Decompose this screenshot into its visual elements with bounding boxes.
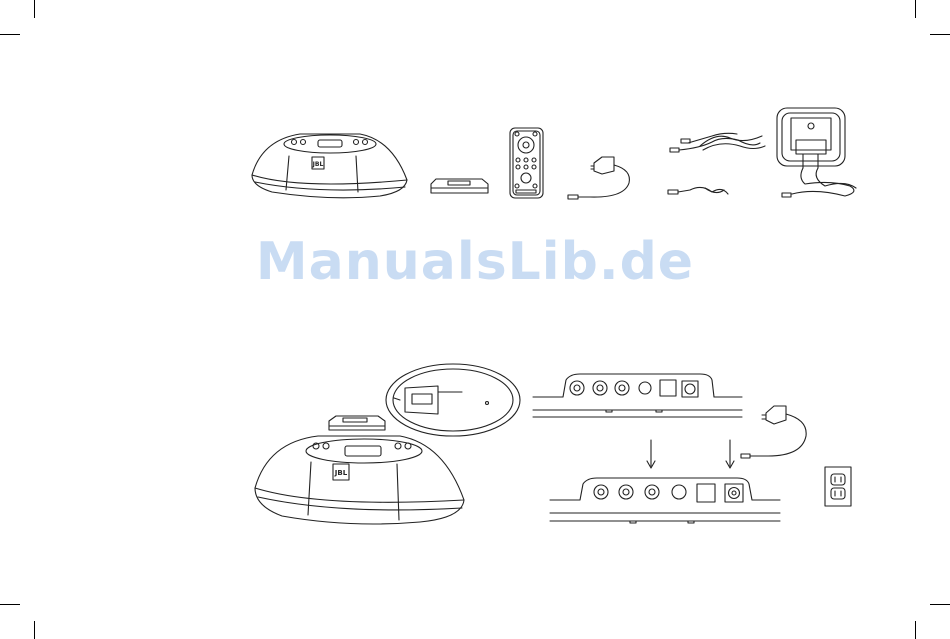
fm-antenna-illustration [777, 108, 856, 197]
speaker-logo: JBL [312, 161, 324, 168]
battery-compartment-illustration [386, 364, 520, 436]
speaker-base-illustration: JBL [252, 134, 407, 198]
dock-insert-illustration [329, 416, 385, 430]
dock-adapter-illustration [431, 179, 488, 193]
rear-panel-top-illustration [533, 374, 742, 417]
speaker-large-logo: JBL [334, 469, 348, 477]
audio-cable-illustration [668, 187, 728, 194]
power-adapter-bottom-illustration [741, 406, 806, 458]
speaker-base-large-illustration: JBL [255, 436, 464, 524]
watermark-text: ManualsLib.de [0, 232, 950, 292]
video-cable-illustration [670, 133, 765, 152]
power-adapter-illustration [568, 157, 629, 199]
remote-control-illustration [510, 128, 543, 198]
wall-outlet-illustration [825, 467, 851, 506]
rear-panel-bottom-illustration [550, 478, 780, 523]
connection-arrows [647, 440, 734, 468]
